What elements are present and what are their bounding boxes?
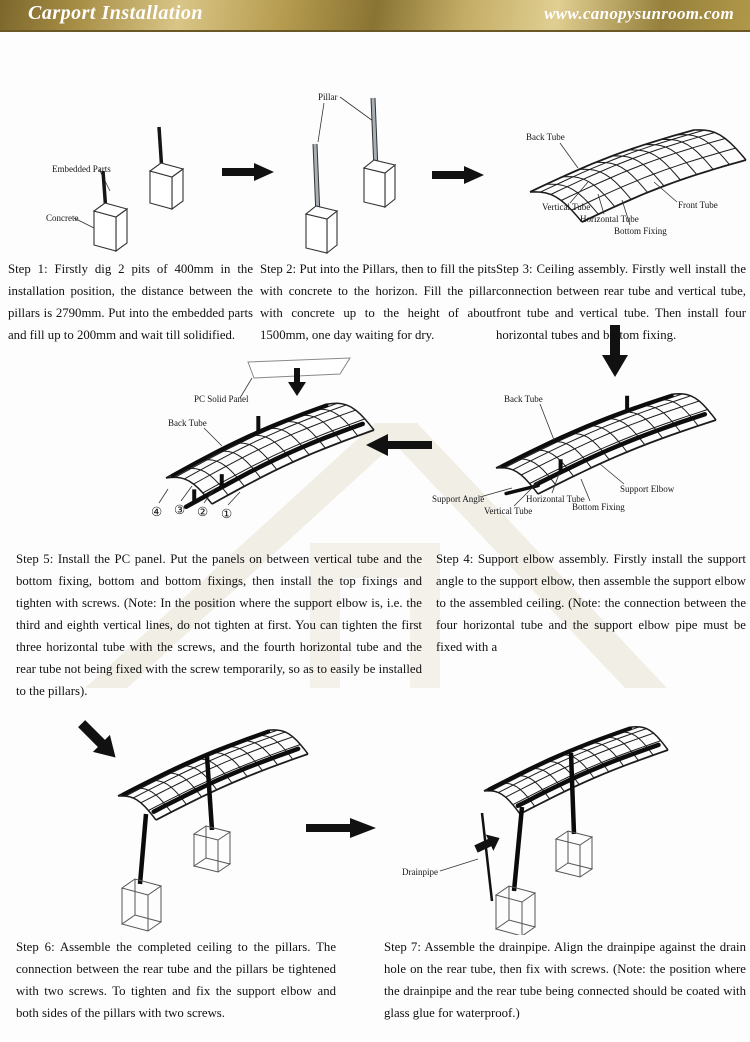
label-horizontal-tube: Horizontal Tube (526, 494, 585, 504)
arrow-right-icon (222, 163, 274, 181)
step4-text: Step 4: Support elbow assembly. Firstly … (436, 552, 746, 654)
marker-3: ③ (174, 503, 185, 517)
step5-diagram: PC Solid Panel Back Tube ④ ③ ② ① (151, 357, 375, 521)
header-bar: Carport Installation www.canopysunroom.c… (0, 0, 750, 32)
arrow-left-icon (366, 434, 432, 456)
pillar (137, 813, 149, 885)
pillar (511, 806, 525, 892)
label-pillar: Pillar (318, 92, 338, 102)
step3-text: Step 3: Ceiling assembly. Firstly well i… (496, 262, 746, 342)
label-concrete: Concrete (46, 213, 78, 223)
step2-text: Step 2: Put into the Pillars, then to fi… (260, 262, 496, 342)
label-back-tube: Back Tube (504, 394, 543, 404)
step1-text: Step 1: Firstly dig 2 pits of 400mm in t… (8, 262, 253, 342)
label-support-elbow: Support Elbow (620, 484, 675, 494)
arrow-small-right-icon (474, 834, 500, 853)
pillar (204, 755, 215, 831)
logo-watermark (85, 423, 667, 688)
marker-2: ② (197, 505, 208, 519)
concrete-block (362, 159, 397, 209)
concrete-cube (192, 825, 232, 873)
concrete-cube (120, 878, 163, 932)
label-vertical-tube: Vertical Tube (484, 506, 532, 516)
label-vertical-tube: Vertical Tube (542, 202, 590, 212)
label-drainpipe: Drainpipe (402, 867, 438, 877)
pillar (568, 752, 577, 835)
step6-text: Step 6: Assemble the completed ceiling t… (16, 940, 336, 1020)
label-bottom-fixing: Bottom Fixing (614, 226, 667, 236)
label-pc-solid-panel: PC Solid Panel (194, 394, 249, 404)
concrete-block (92, 202, 129, 253)
arrow-right-icon (432, 166, 484, 184)
arrow-diagonal-icon (78, 720, 116, 758)
page-title: Carport Installation (28, 2, 204, 24)
step6-diagram (78, 720, 309, 932)
label-front-tube: Front Tube (678, 200, 718, 210)
label-back-tube: Back Tube (168, 418, 207, 428)
website-url: www.canopysunroom.com (544, 4, 734, 23)
label-embedded-parts: Embedded Parts (52, 164, 111, 174)
arrow-down-icon (602, 325, 628, 377)
step5-text: Step 5: Install the PC panel. Put the pa… (16, 552, 422, 698)
label-horizontal-tube: Horizontal Tube (580, 214, 639, 224)
marker-4: ④ (151, 505, 162, 519)
arrow-right-icon (306, 818, 376, 838)
marker-1: ① (221, 507, 232, 521)
concrete-cube (554, 830, 594, 878)
arrow-down-small-icon (288, 368, 306, 396)
concrete-block (304, 205, 339, 255)
step4-diagram: Back Tube Support Angle Vertical Tube Ho… (432, 393, 717, 516)
step1-diagram: Embedded Parts Concrete (46, 126, 185, 253)
concrete-block (148, 162, 185, 211)
drainpipe (480, 812, 494, 902)
step7-diagram: Drainpipe (402, 726, 669, 935)
step2-diagram: Pillar (304, 92, 397, 255)
label-back-tube: Back Tube (526, 132, 565, 142)
step3-diagram: Back Tube Vertical Tube Horizontal Tube … (526, 129, 747, 236)
label-support-angle: Support Angle (432, 494, 484, 504)
step7-text: Step 7: Assemble the drainpipe. Align th… (384, 940, 746, 1020)
concrete-cube (494, 885, 537, 935)
label-bottom-fixing: Bottom Fixing (572, 502, 625, 512)
